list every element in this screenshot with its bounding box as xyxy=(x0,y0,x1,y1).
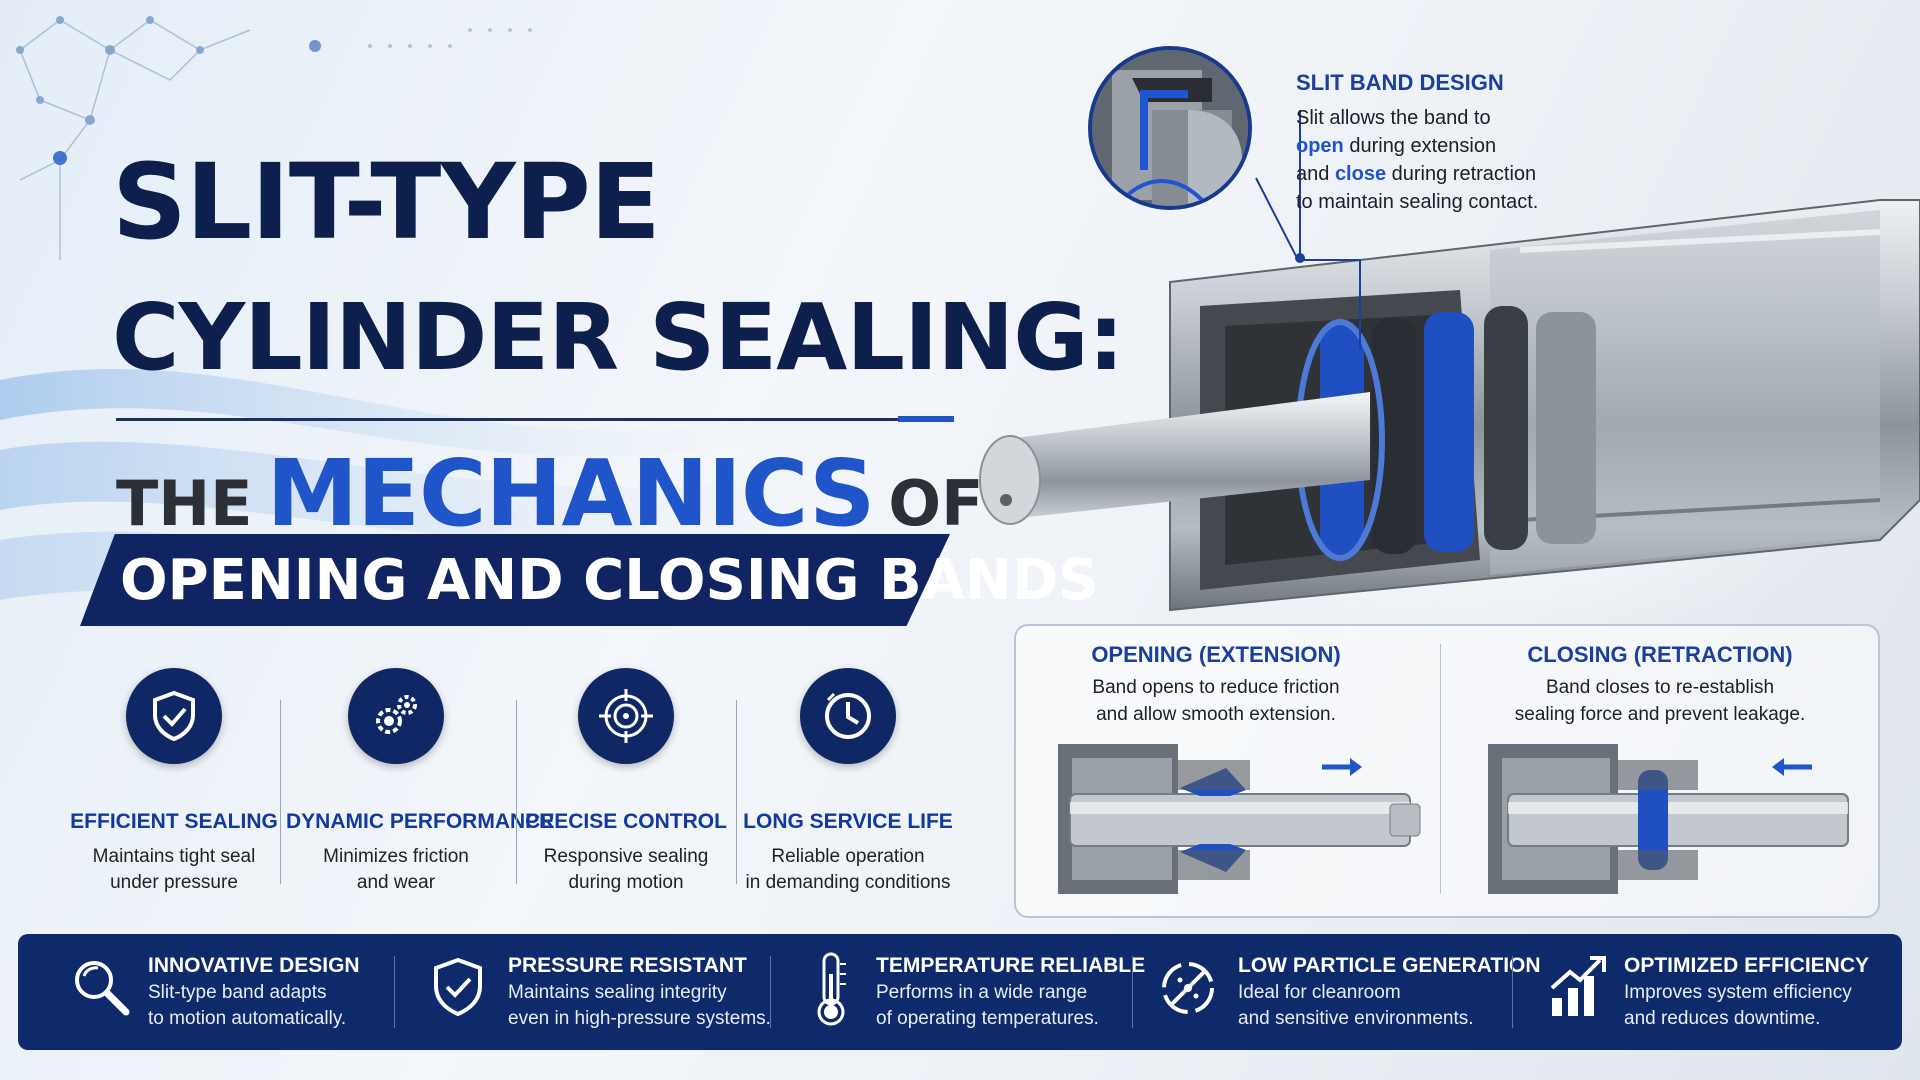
feature-divider xyxy=(736,700,737,884)
arrow-left-icon xyxy=(1770,756,1814,783)
benefit-divider xyxy=(1132,956,1133,1028)
magnifier-icon xyxy=(70,956,132,1023)
shield-check-icon xyxy=(430,956,486,1023)
benefit-divider xyxy=(1512,956,1513,1028)
thermometer-icon xyxy=(812,950,850,1035)
shield-check-icon xyxy=(126,668,222,764)
benefit-optimized-efficiency: OPTIMIZED EFFICIENCY Improves system eff… xyxy=(1624,954,1870,1029)
closing-diagram xyxy=(1488,744,1849,894)
callout-text-b: during extension xyxy=(1343,135,1497,157)
page-title-line-1: SLIT-TYPE xyxy=(112,141,661,263)
feature-divider xyxy=(280,700,281,884)
subtitle-word-the: THE xyxy=(116,467,253,540)
subtitle-banner-text: OPENING AND CLOSING BANDS xyxy=(120,548,1099,613)
feature-divider xyxy=(516,700,517,884)
subtitle-word-of: OF xyxy=(888,467,984,540)
feature-heading: PRECISE CONTROL xyxy=(525,810,727,833)
callout-text: Slit allows the band to open during exte… xyxy=(1296,104,1616,216)
gears-icon xyxy=(348,668,444,764)
feature-heading: EFFICIENT SEALING xyxy=(70,810,278,833)
closing-heading: CLOSING (RETRACTION) xyxy=(1527,642,1793,667)
arrow-right-icon xyxy=(1320,756,1364,783)
benefit-divider xyxy=(394,956,395,1028)
feature-heading: DYNAMIC PERFORMANCE xyxy=(286,810,555,833)
target-icon xyxy=(578,668,674,764)
benefit-pressure-resistant: PRESSURE RESISTANT Maintains sealing int… xyxy=(508,954,771,1029)
callout-keyword-open: open xyxy=(1296,135,1344,157)
page-title-line-2: CYLINDER SEALING: xyxy=(112,284,1125,391)
subtitle-word-mechanics: MECHANICS xyxy=(266,440,876,547)
callout-text-c: and xyxy=(1296,163,1335,185)
opening-diagram xyxy=(1058,744,1421,894)
callout-text-e: to maintain sealing contact. xyxy=(1296,191,1539,213)
benefit-low-particle-generation: LOW PARTICLE GENERATION Ideal for cleanr… xyxy=(1238,954,1541,1029)
subtitle-banner xyxy=(80,534,950,626)
opening-heading: OPENING (EXTENSION) xyxy=(1091,642,1341,667)
growth-chart-icon xyxy=(1546,954,1610,1025)
benefit-divider xyxy=(770,956,771,1028)
callout-heading: SLIT BAND DESIGN xyxy=(1296,70,1504,95)
panel-divider xyxy=(1440,644,1441,894)
title-divider-accent xyxy=(898,416,954,422)
feature-heading: LONG SERVICE LIFE xyxy=(743,810,953,833)
title-divider xyxy=(116,418,936,421)
no-particle-icon xyxy=(1156,956,1220,1025)
benefit-temperature-reliable: TEMPERATURE RELIABLE Performs in a wide … xyxy=(876,954,1146,1029)
callout-text-d: during retraction xyxy=(1386,163,1537,185)
callout-text-a: Slit allows the band to xyxy=(1296,107,1491,129)
slit-band-zoom-circle xyxy=(1088,46,1252,210)
callout-keyword-close: close xyxy=(1334,163,1387,185)
clock-icon xyxy=(800,668,896,764)
